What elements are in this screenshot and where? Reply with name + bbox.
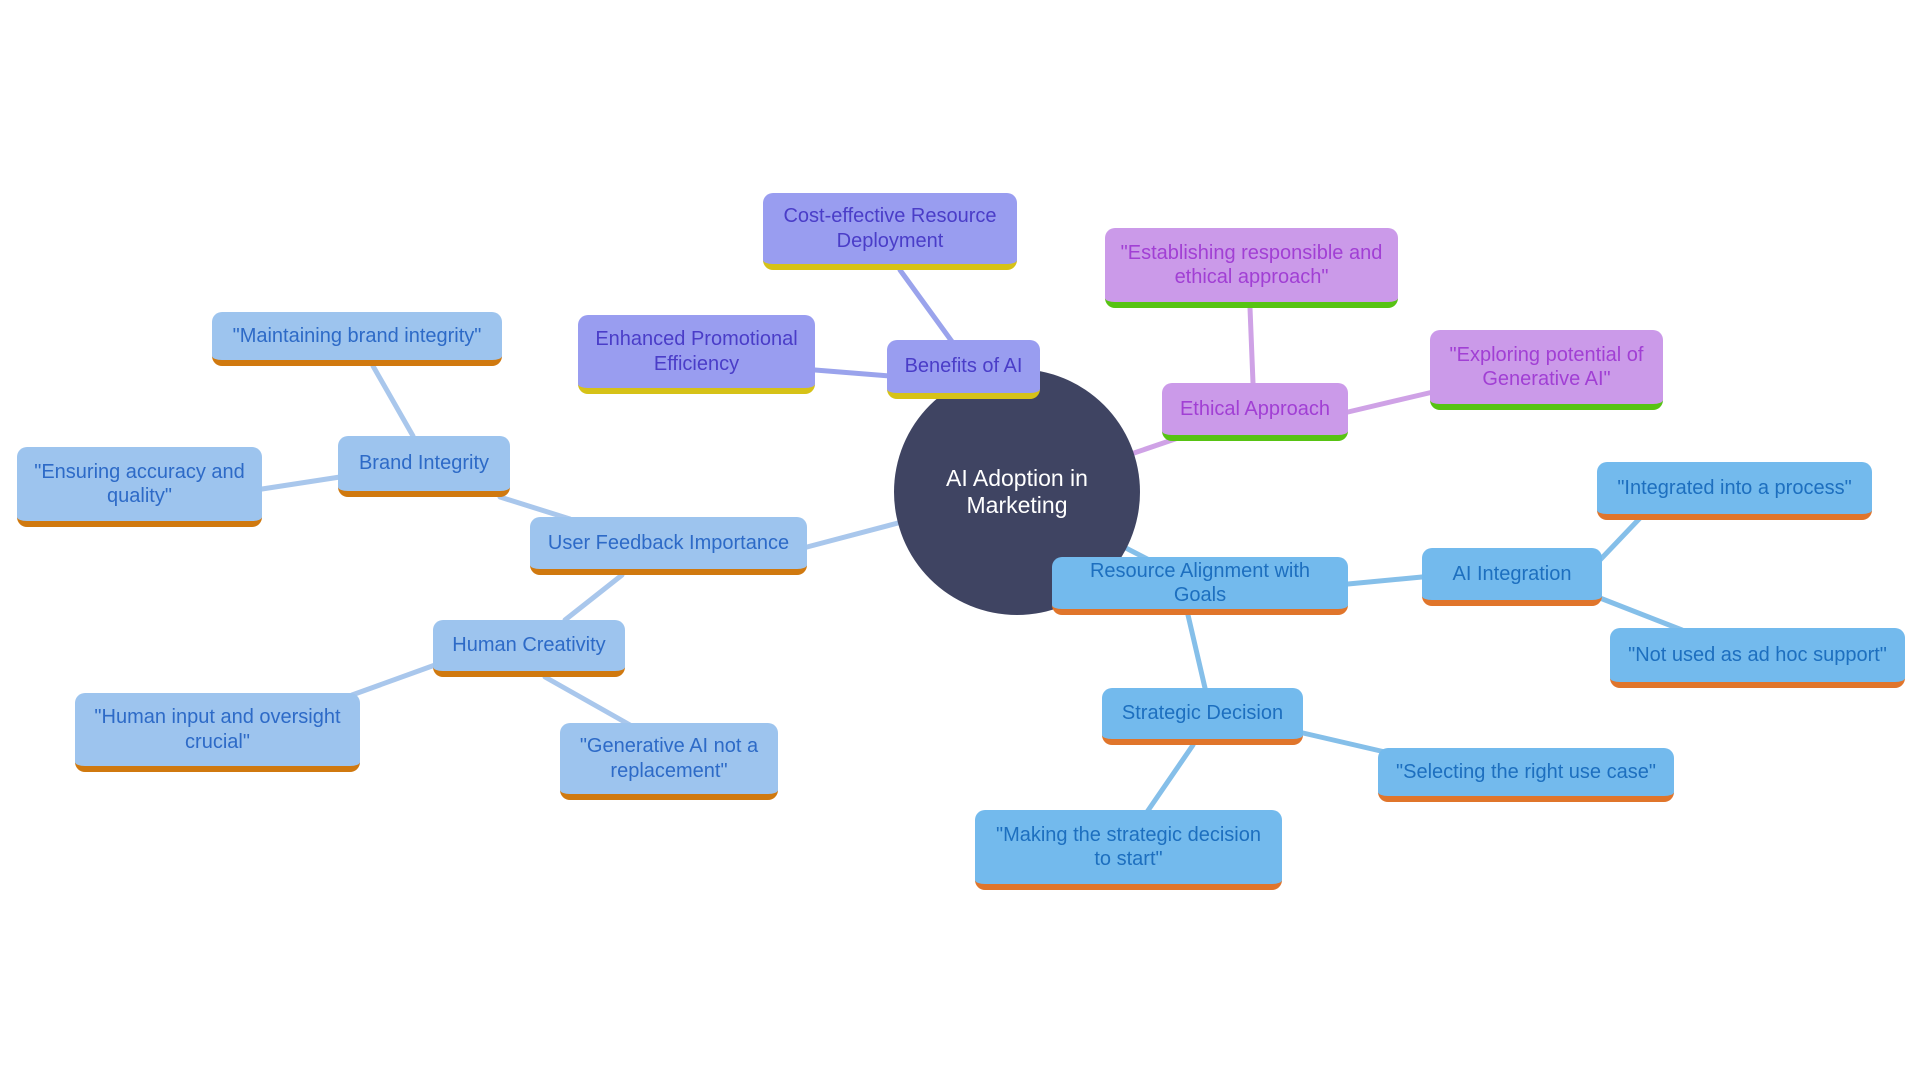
node-label: Human Creativity (452, 634, 606, 657)
node-not-used-adhoc[interactable]: "Not used as ad hoc support" (1610, 628, 1905, 688)
edge-userfeedback-center (804, 520, 901, 550)
node-label: Resource Alignment with Goals (1089, 559, 1311, 606)
edge-ensuring-brand (259, 474, 343, 492)
node-integrated-into-process[interactable]: "Integrated into a process" (1597, 462, 1872, 520)
node-label: "Not used as ad hoc support" (1628, 643, 1887, 666)
edge-strategic-making (1144, 742, 1196, 815)
node-label: Enhanced Promotional Efficiency (595, 328, 798, 375)
node-strategic-decision[interactable]: Strategic Decision (1102, 688, 1303, 745)
node-label: "Selecting the right use case" (1396, 760, 1656, 783)
node-making-strategic-decision[interactable]: "Making the strategic decision to start" (975, 810, 1282, 890)
node-benefits-of-ai[interactable]: Benefits of AI (887, 340, 1040, 399)
node-label: "Integrated into a process" (1617, 476, 1852, 499)
node-ensuring-accuracy[interactable]: "Ensuring accuracy and quality" (17, 447, 262, 527)
edge-humancreativity-generative (542, 674, 633, 728)
node-label: Strategic Decision (1121, 702, 1284, 725)
edge-brand-userfeedback (497, 494, 573, 522)
node-label: "Exploring potential of Generative AI" (1449, 343, 1644, 390)
edge-resource-aiintegration (1345, 574, 1425, 587)
node-ethical-approach[interactable]: Ethical Approach (1162, 383, 1348, 441)
node-cost-effective-resource-deployment[interactable]: Cost-effective Resource Deployment (763, 193, 1017, 270)
node-label: "Making the strategic decision to start" (995, 823, 1261, 870)
node-maintaining-brand-integrity[interactable]: "Maintaining brand integrity" (212, 312, 502, 366)
node-label: Benefits of AI (904, 355, 1023, 378)
edge-aiintegration-integrated (1597, 515, 1643, 563)
node-label: Ethical Approach (1179, 397, 1331, 420)
node-human-creativity[interactable]: Human Creativity (433, 620, 625, 677)
node-label: AI Integration (1452, 562, 1572, 585)
node-exploring-potential[interactable]: "Exploring potential of Generative AI" (1430, 330, 1663, 410)
center-node-label: AI Adoption in Marketing (946, 465, 1088, 518)
node-label: Brand Integrity (358, 452, 490, 475)
edge-ethical-exploring (1345, 389, 1436, 415)
edge-cost-effective-benefits (897, 267, 956, 346)
node-brand-integrity[interactable]: Brand Integrity (338, 436, 510, 497)
edge-enhanced-benefits (812, 367, 893, 379)
node-ai-integration[interactable]: AI Integration (1422, 548, 1602, 606)
edge-strategic-selecting (1300, 730, 1388, 755)
node-label: "Generative AI not a replacement" (579, 735, 759, 782)
node-resource-alignment-goals[interactable]: Resource Alignment with Goals (1052, 557, 1348, 615)
node-label: Cost-effective Resource Deployment (783, 205, 997, 252)
edge-ethical-establishing (1247, 305, 1256, 386)
edge-humancreativity-humaninput (349, 662, 438, 698)
edge-aiintegration-notadhoc (1597, 595, 1685, 633)
node-establishing-responsible[interactable]: "Establishing responsible and ethical ap… (1105, 228, 1398, 308)
node-enhanced-promotional-efficiency[interactable]: Enhanced Promotional Efficiency (578, 315, 815, 394)
node-generative-ai-not-replacement[interactable]: "Generative AI not a replacement" (560, 723, 778, 800)
node-label: "Human input and oversight crucial" (94, 706, 341, 753)
node-user-feedback-importance[interactable]: User Feedback Importance (530, 517, 807, 575)
node-human-input-oversight[interactable]: "Human input and oversight crucial" (75, 693, 360, 772)
edge-resource-strategic (1185, 612, 1208, 691)
node-label: User Feedback Importance (547, 531, 790, 554)
node-label: "Ensuring accuracy and quality" (34, 460, 245, 507)
edge-userfeedback-humancreativity (562, 572, 625, 623)
edge-maintaining-brand (370, 363, 416, 439)
node-selecting-use-case[interactable]: "Selecting the right use case" (1378, 748, 1674, 802)
node-label: "Maintaining brand integrity" (232, 324, 482, 347)
node-label: "Establishing responsible and ethical ap… (1120, 241, 1383, 288)
